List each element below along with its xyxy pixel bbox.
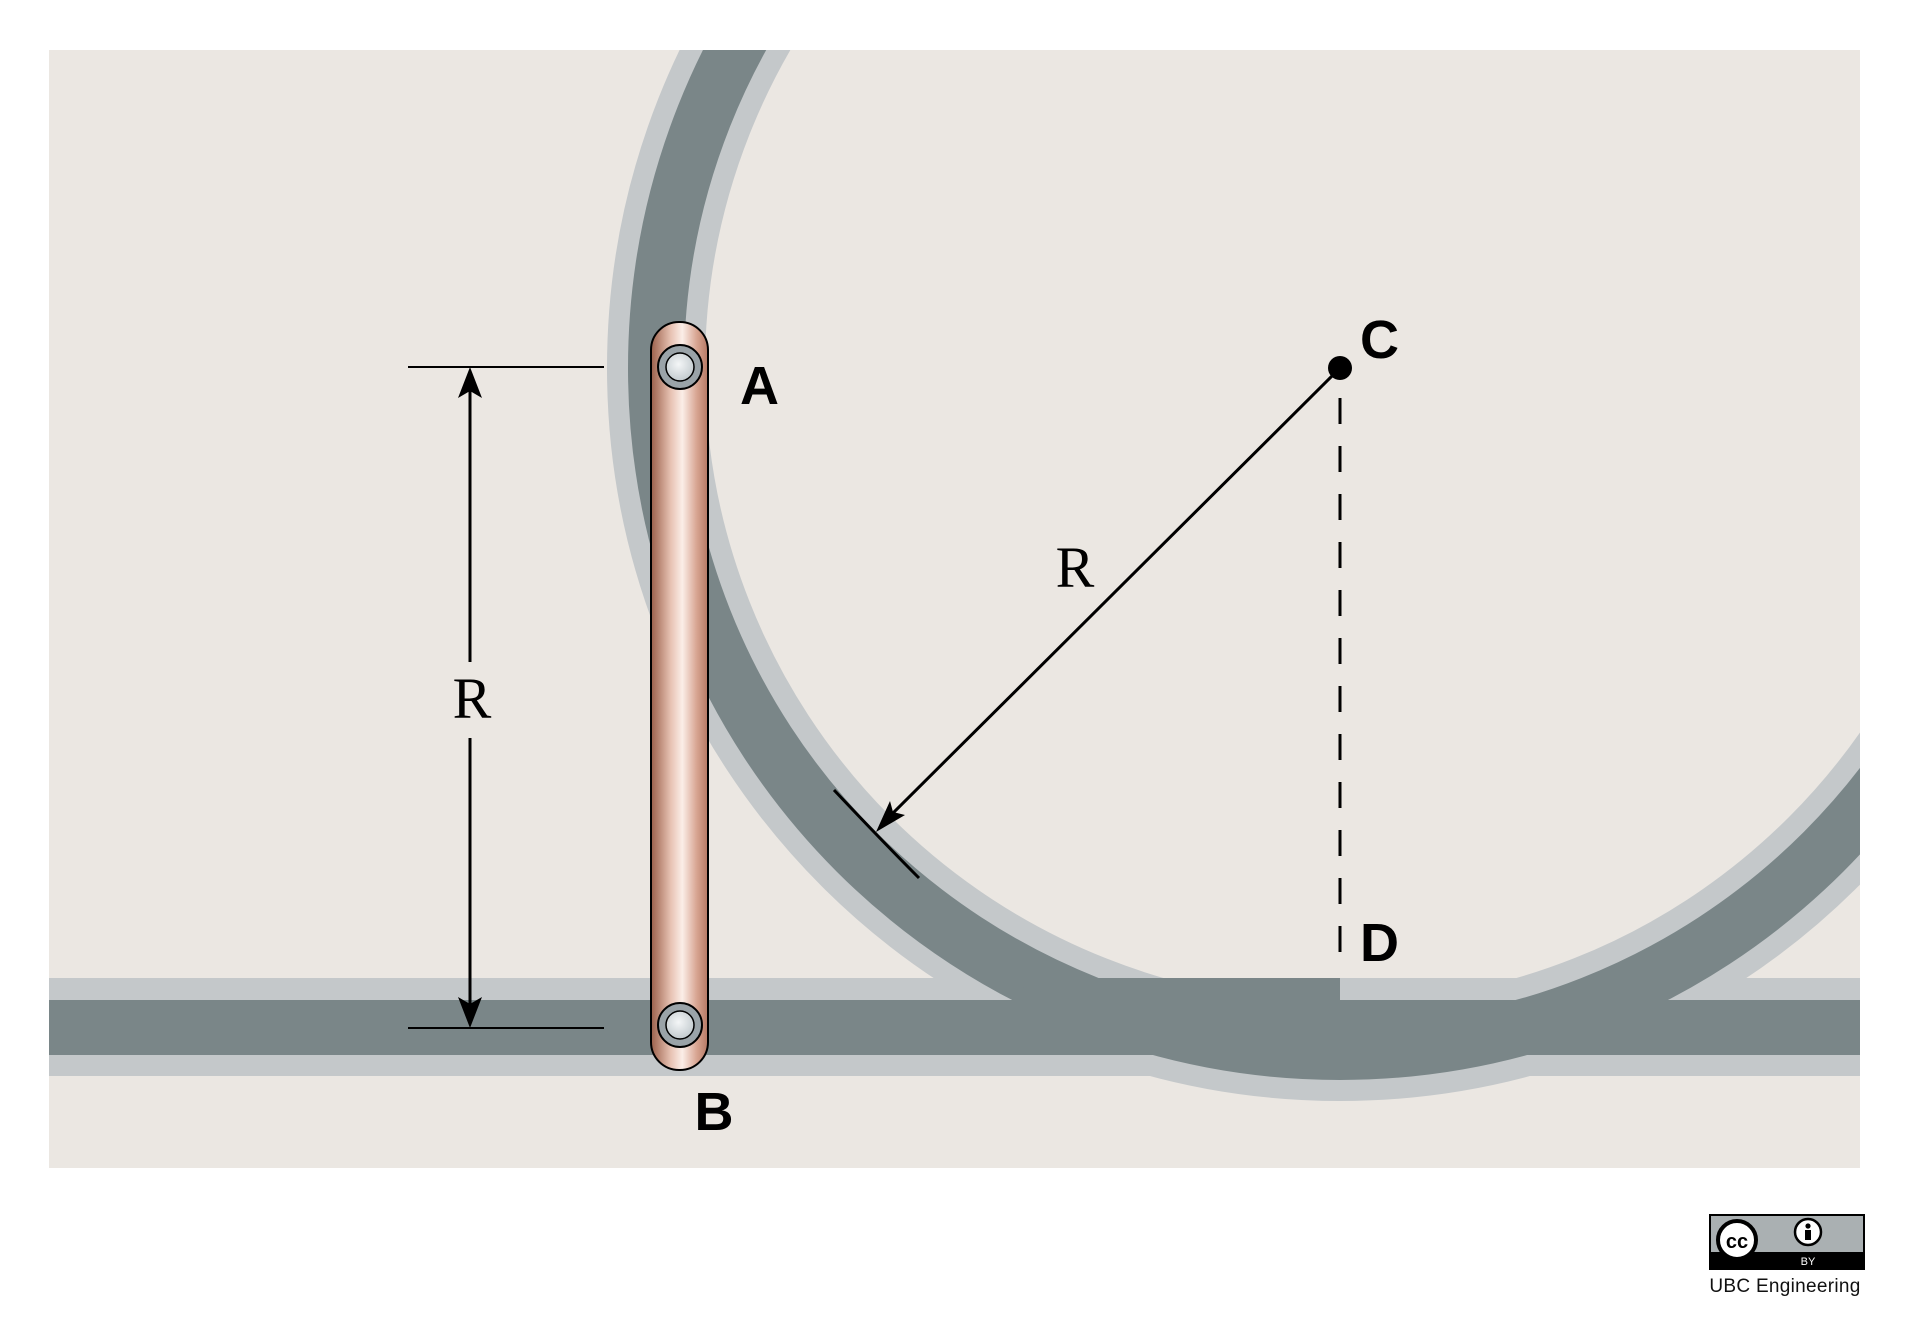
vertical-dimension: R (408, 366, 604, 1029)
radius-dimension: R (832, 373, 1335, 880)
copper-bar (650, 321, 709, 1071)
cc-logo-icon (1716, 1219, 1758, 1261)
radius-tick-mark (832, 788, 921, 880)
track-junction (985, 978, 1340, 1000)
straight-track (49, 1000, 1860, 1055)
cc-logo-text: cc (1726, 1231, 1748, 1253)
radius-arrowhead (876, 801, 905, 832)
pin-b-icon (657, 1002, 703, 1048)
dimension-arrowhead-bottom (458, 997, 482, 1028)
link-bar-ab (650, 321, 709, 1071)
attribution-person-icon (1793, 1217, 1823, 1247)
label-d: D (1360, 913, 1399, 973)
dimension-arrowhead-top (458, 367, 482, 398)
label-b: B (695, 1082, 734, 1142)
radius-dimension-label: R (1056, 535, 1095, 600)
vertical-dimension-label: R (453, 666, 492, 731)
credit-text: UBC Engineering (1709, 1276, 1861, 1297)
label-a: A (740, 356, 779, 416)
by-label: BY (1801, 1256, 1816, 1268)
pin-a-icon (657, 344, 703, 390)
cc-by-badge: cc BY (1709, 1214, 1865, 1270)
label-c: C (1360, 310, 1399, 370)
center-point-c (1328, 356, 1352, 380)
radius-line (886, 373, 1335, 820)
